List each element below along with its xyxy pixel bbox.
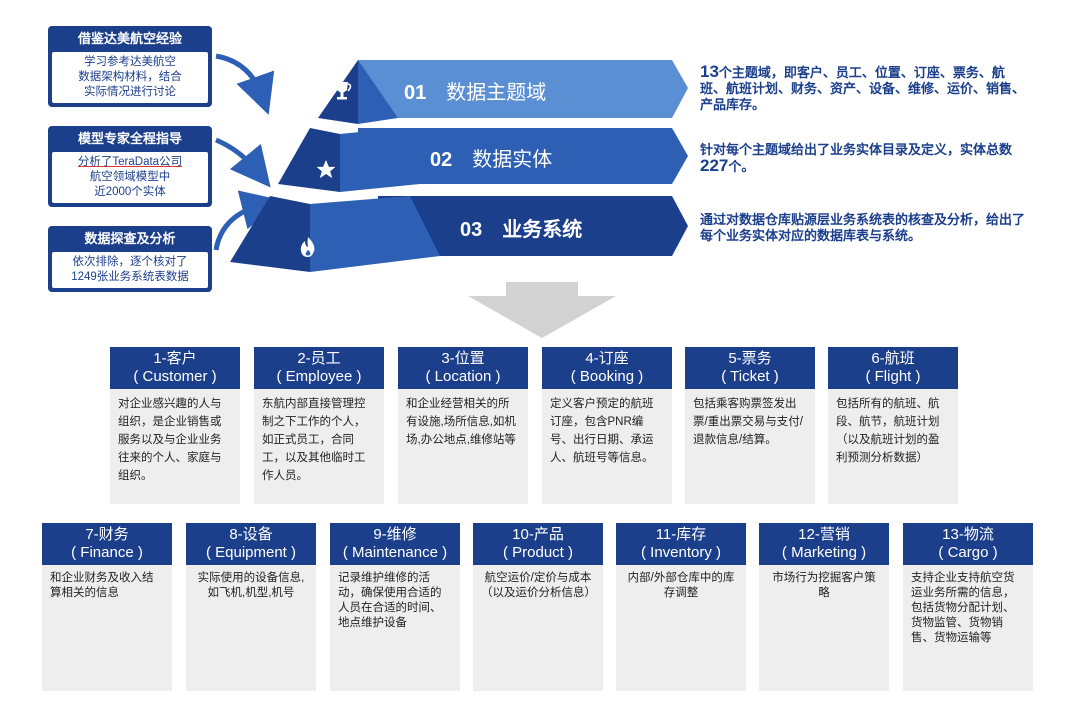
- card-header: 5-票务( Ticket ): [685, 347, 815, 389]
- domain-card-flight: 6-航班( Flight ) 包括所有的航班、航段、航节，航班计划（以及航班计划…: [828, 347, 958, 504]
- flame-icon: [300, 237, 315, 257]
- card-header: 8-设备( Equipment ): [186, 523, 316, 565]
- pyramid-layer-2-right: [340, 128, 420, 192]
- card-description: 航空运价/定价与成本（以及运价分析信息）: [481, 572, 596, 599]
- left-box-3: 数据探查及分析 依次排除，逐个核对了 1249张业务系统表数据: [48, 226, 212, 292]
- left-box-title: 数据探查及分析: [84, 231, 176, 246]
- card-header: 13-物流( Cargo ): [903, 523, 1033, 565]
- card-description: 和企业经营相关的所有设施,场所信息,如机场,办公地点,维修站等: [406, 398, 516, 446]
- card-header: 7-财务( Finance ): [42, 523, 172, 565]
- domain-card-customer: 1-客户( Customer ) 对企业感兴趣的人与组织，是企业销售或服务以及与…: [110, 347, 240, 504]
- left-box-2: 模型专家全程指导 分析了TeraData公司 航空领域模型中 近2000个实体: [48, 126, 212, 207]
- down-arrow: [468, 282, 616, 338]
- left-box-body: 分析了TeraData公司 航空领域模型中 近2000个实体: [52, 152, 208, 203]
- pyramid-layer-1-right: [358, 60, 398, 124]
- domain-card-product: 10-产品( Product ) 航空运价/定价与成本（以及运价分析信息）: [473, 523, 603, 691]
- domain-card-location: 3-位置( Location ) 和企业经营相关的所有设施,场所信息,如机场,办…: [398, 347, 528, 504]
- domain-card-employee: 2-员工( Employee ) 东航内部直接管理控制之下工作的个人，如正式员工…: [254, 347, 384, 504]
- domain-card-cargo: 13-物流( Cargo ) 支持企业支持航空货运业务所需的信息，包括货物分配计…: [903, 523, 1033, 691]
- card-header: 1-客户( Customer ): [110, 347, 240, 389]
- card-description: 内部/外部仓库中的库存调整: [627, 572, 735, 599]
- domain-card-equipment: 8-设备( Equipment ) 实际使用的设备信息,如飞机,机型,机号: [186, 523, 316, 691]
- pyramid-layer-2-left: [278, 128, 340, 192]
- card-description: 包括乘客购票签发出票/重出票交易与支付/退款信息/结算。: [693, 398, 803, 446]
- domain-card-ticket: 5-票务( Ticket ) 包括乘客购票签发出票/重出票交易与支付/退款信息/…: [685, 347, 815, 504]
- card-header: 10-产品( Product ): [473, 523, 603, 565]
- pyramid-layer-1-left: [318, 60, 358, 124]
- card-header: 12-营销( Marketing ): [759, 523, 889, 565]
- right-text-3: 通过对数据仓库贴源层业务系统表的核查及分析，给出了每个业务实体对应的数据库表与系…: [700, 212, 1026, 243]
- banner-layer-1: [358, 60, 688, 118]
- domain-card-finance: 7-财务( Finance ) 和企业财务及收入结算相关的信息: [42, 523, 172, 691]
- banner-layer-2: [358, 128, 688, 184]
- pyramid-layer-3-left: [230, 196, 310, 272]
- domain-card-booking: 4-订座( Booking ) 定义客户预定的航班订座，包含PNR编号、出行日期…: [542, 347, 672, 504]
- domain-card-inventory: 11-库存( Inventory ) 内部/外部仓库中的库存调整: [616, 523, 746, 691]
- right-text-1: 13个主题域，即客户、员工、位置、订座、票务、航班、航班计划、财务、资产、设备、…: [700, 62, 1026, 112]
- card-description: 包括所有的航班、航段、航节，航班计划（以及航班计划的盈利预测分析数据）: [836, 398, 940, 464]
- card-description: 市场行为挖掘客户策略: [772, 572, 876, 599]
- banner-layer-3: [378, 196, 688, 256]
- curved-arrow-3: [213, 190, 282, 251]
- domain-card-maintenance: 9-维修( Maintenance ) 记录维护维修的活动，确保使用合适的人员在…: [330, 523, 460, 691]
- card-header: 4-订座( Booking ): [542, 347, 672, 389]
- card-header: 2-员工( Employee ): [254, 347, 384, 389]
- card-description: 定义客户预定的航班订座，包含PNR编号、出行日期、承运人、航班号等信息。: [550, 398, 654, 464]
- curved-arrow-1: [215, 53, 275, 115]
- trophy-icon: [332, 82, 352, 100]
- curved-arrow-2: [215, 137, 271, 188]
- card-description: 实际使用的设备信息,如飞机,机型,机号: [197, 572, 305, 599]
- card-description: 对企业感兴趣的人与组织，是企业销售或服务以及与企业业务往来的个人、家庭与组织。: [118, 398, 222, 482]
- left-box-body: 学习参考达美航空 数据架构材料，结合 实际情况进行讨论: [52, 52, 208, 103]
- card-description: 东航内部直接管理控制之下工作的个人，如正式员工，合同工，以及其他临时工作人员。: [262, 398, 366, 482]
- card-description: 记录维护维修的活动，确保使用合适的人员在合适的时间、地点维护设备: [338, 572, 442, 629]
- card-header: 11-库存( Inventory ): [616, 523, 746, 565]
- left-box-body: 依次排除，逐个核对了 1249张业务系统表数据: [52, 252, 208, 288]
- star-icon: [316, 160, 336, 179]
- card-description: 和企业财务及收入结算相关的信息: [50, 572, 154, 599]
- left-box-title: 借鉴达美航空经验: [77, 31, 182, 46]
- right-text-2: 针对每个主题域给出了业务实体目录及定义，实体总数227个。: [700, 142, 1013, 175]
- left-box-1: 借鉴达美航空经验 学习参考达美航空 数据架构材料，结合 实际情况进行讨论: [48, 26, 212, 107]
- card-header: 9-维修( Maintenance ): [330, 523, 460, 565]
- card-header: 3-位置( Location ): [398, 347, 528, 389]
- domain-card-marketing: 12-营销( Marketing ) 市场行为挖掘客户策略: [759, 523, 889, 691]
- pyramid-layer-3-right: [310, 196, 440, 272]
- card-description: 支持企业支持航空货运业务所需的信息，包括货物分配计划、货物监管、货物销售、货物运…: [911, 572, 1015, 644]
- left-box-title: 模型专家全程指导: [77, 131, 182, 146]
- card-header: 6-航班( Flight ): [828, 347, 958, 389]
